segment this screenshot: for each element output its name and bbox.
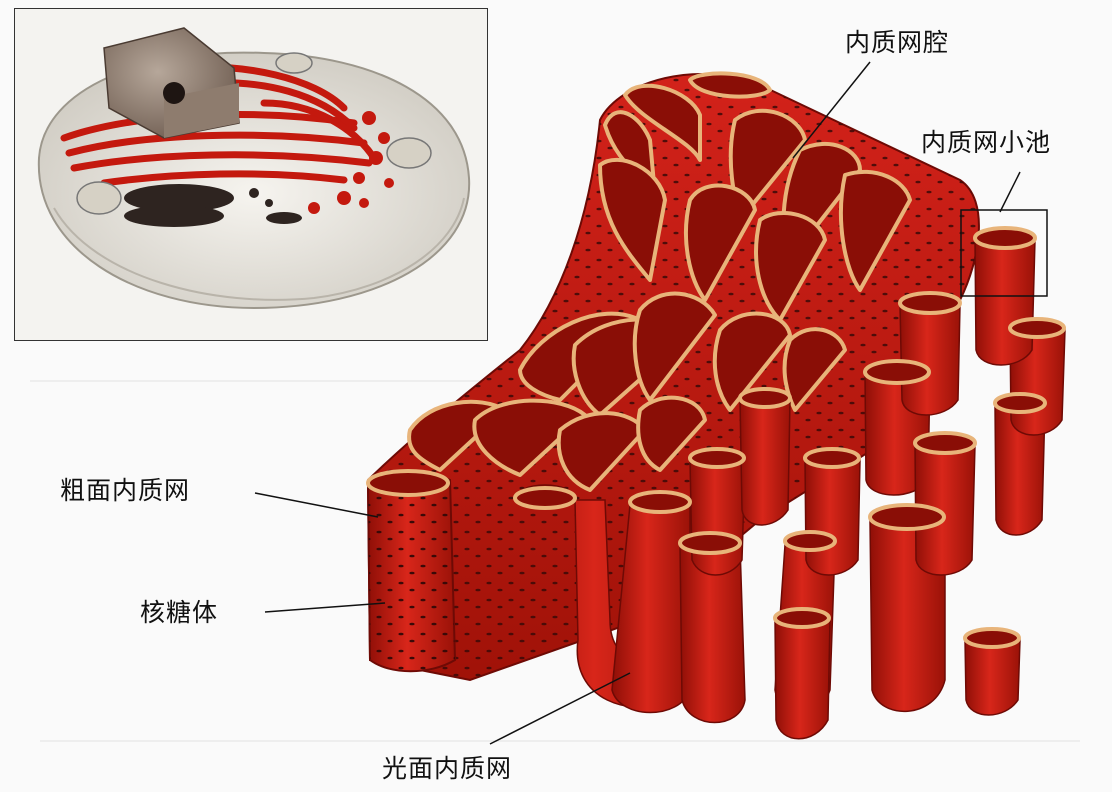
label-ribosome: 核糖体 [140, 600, 218, 625]
leader-line-smooth-er [490, 673, 630, 744]
label-er-lumen: 内质网腔 [845, 30, 949, 55]
leader-line-rough-er [255, 493, 378, 517]
label-rough-er: 粗面内质网 [60, 478, 190, 503]
leader-line-ribosome [265, 603, 385, 612]
label-smooth-er: 光面内质网 [382, 756, 512, 781]
label-er-cisterna: 内质网小池 [921, 130, 1051, 155]
leader-line-er-cisterna [1000, 172, 1020, 212]
